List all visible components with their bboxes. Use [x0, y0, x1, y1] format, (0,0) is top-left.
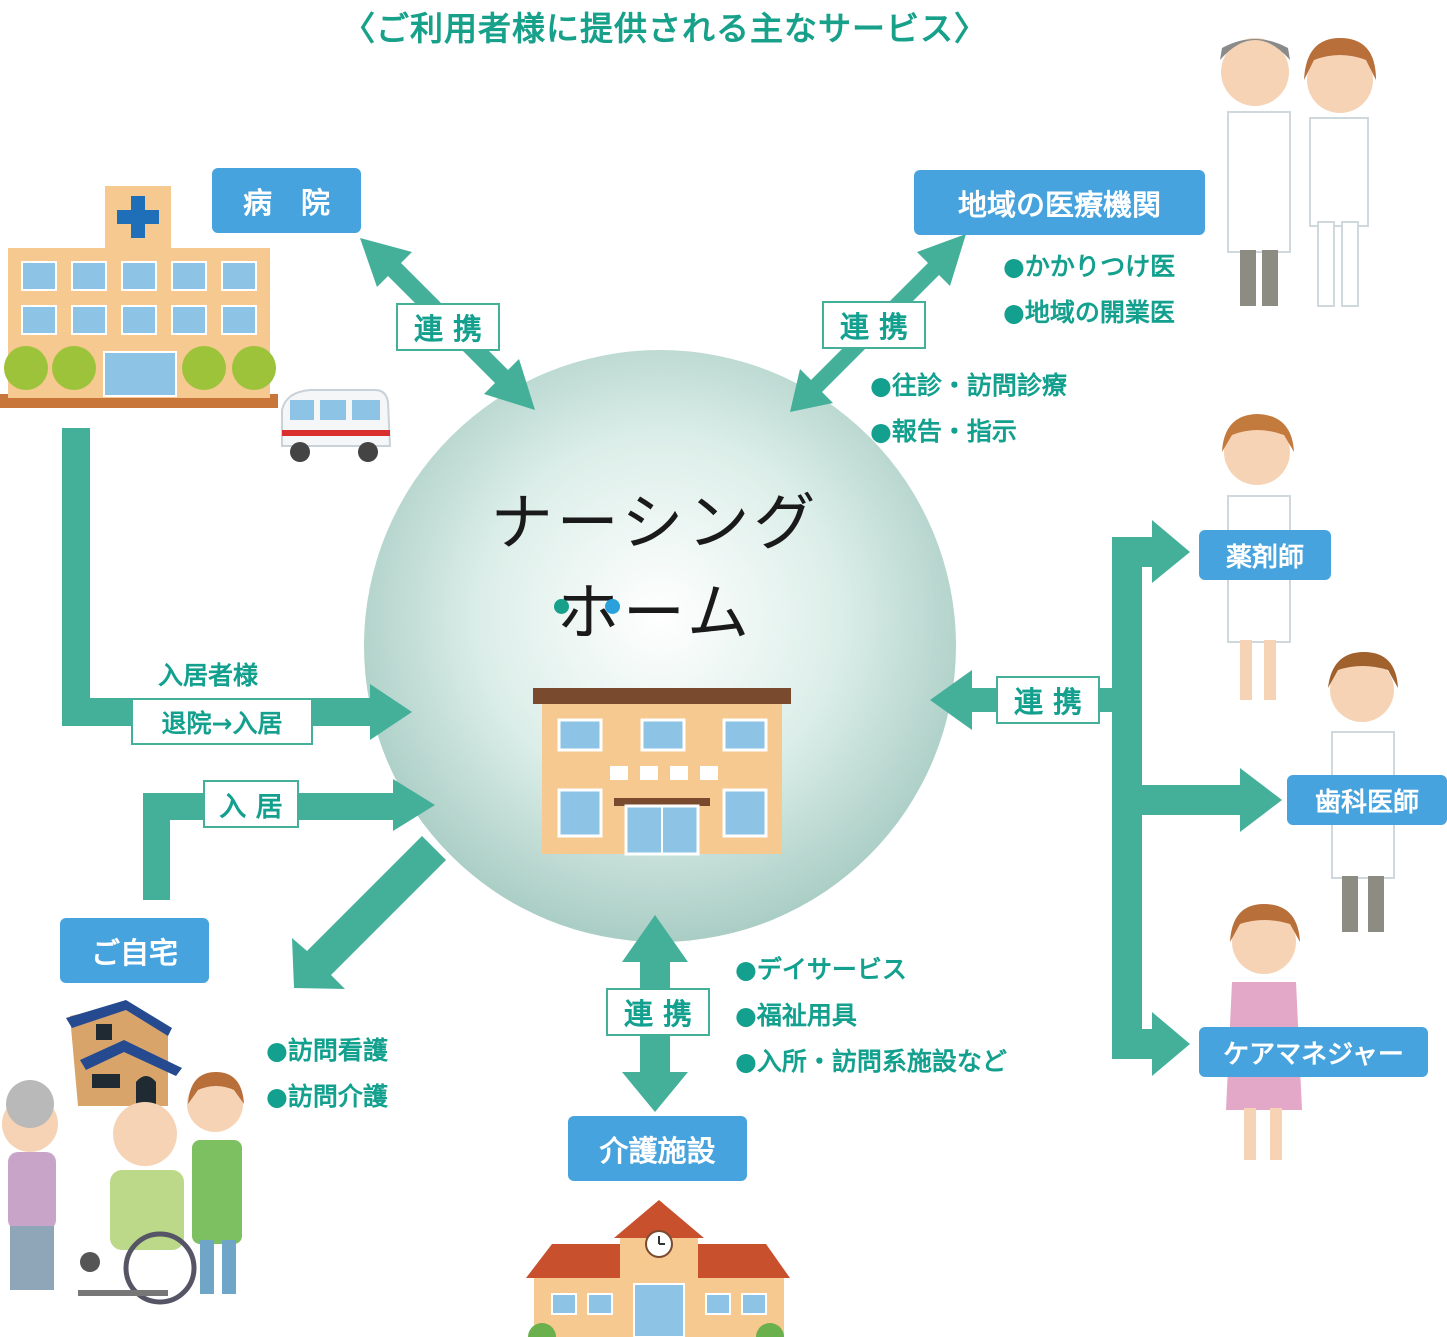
home-admission-arrow [143, 779, 435, 900]
admission-tag: 入 居 [203, 780, 299, 828]
elderly-and-caregiver-icon [2, 1072, 244, 1305]
ambulance-icon [281, 389, 392, 462]
resident-label: 入居者様 [158, 661, 259, 690]
care-facility-building-icon [526, 1200, 790, 1337]
hospital-building-icon [0, 186, 278, 408]
dentist-arrow [1240, 768, 1282, 832]
hospital-link-tag: 連 携 [396, 303, 500, 351]
hospital-box: 病 院 [212, 168, 361, 233]
note-item: ●デイサービス [735, 955, 907, 984]
nursing-home-title: ナーシング ホーム [455, 478, 855, 658]
clinic-box: 地域の医療機関 [914, 170, 1205, 235]
care-manager-box: ケアマネジャー [1199, 1027, 1428, 1077]
home-house-icon [66, 1000, 182, 1106]
clinic-link-tag: 連 携 [822, 301, 926, 349]
right-link-tag: 連 携 [996, 676, 1100, 724]
bottom-link-tag: 連 携 [606, 988, 710, 1036]
note-item: ●地域の開業医 [1003, 298, 1175, 327]
note-item: ●かかりつけ医 [1003, 252, 1176, 281]
note-item: ●入所・訪問系施設など [735, 1047, 1007, 1076]
note-item: ●訪問看護 [266, 1036, 388, 1065]
clinic-sub-notes: ●かかりつけ医 ●地域の開業医 [1003, 244, 1175, 336]
discharge-arrow [62, 428, 412, 740]
note-item: ●福祉用具 [735, 1001, 857, 1030]
facility-service-notes: ●デイサービス ●福祉用具 ●入所・訪問系施設など [735, 947, 1007, 1085]
note-item: ●訪問介護 [266, 1082, 388, 1111]
clinic-service-notes: ●往診・訪問診療 ●報告・指示 [870, 363, 1067, 455]
nursing-home-circle [364, 350, 956, 942]
doctors-icon [1220, 38, 1376, 307]
care-facility-box: 介護施設 [568, 1116, 747, 1181]
nursing-home-building-icon [533, 688, 791, 856]
discharge-tag: 退院→入居 [131, 698, 313, 745]
pharmacist-box: 薬剤師 [1199, 530, 1331, 580]
title-dot-right [605, 599, 620, 614]
note-item: ●報告・指示 [870, 417, 1017, 446]
home-box: ご自宅 [60, 918, 209, 983]
home-service-notes: ●訪問看護 ●訪問介護 [266, 1028, 388, 1120]
nursing-home-title-line2: ホーム [556, 576, 754, 649]
home-services-arrow [292, 836, 446, 989]
page-title: 〈ご利用者様に提供される主なサービス〉 [342, 9, 988, 48]
note-item: ●往診・訪問診療 [870, 371, 1067, 400]
dentist-box: 歯科医師 [1287, 775, 1447, 825]
nursing-home-title-line1: ナーシング [490, 486, 820, 559]
title-dot-left [554, 599, 569, 614]
pharmacist-arrow [1142, 520, 1190, 583]
care-manager-arrow [1152, 1012, 1190, 1076]
